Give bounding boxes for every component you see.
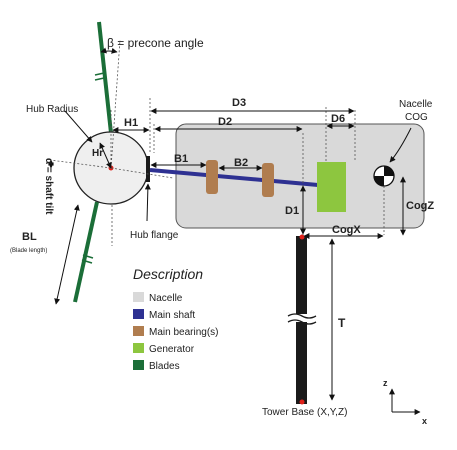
legend-item-label: Main bearing(s): [149, 327, 218, 338]
nacelle-cog-label-2: COG: [405, 112, 428, 123]
hub-radius-label: Hub Radius: [26, 104, 78, 115]
hub-flange: [146, 156, 150, 182]
upper-blade: [97, 21, 113, 134]
t-label: T: [338, 316, 346, 330]
tower-base-label: Tower Base (X,Y,Z): [262, 407, 347, 418]
cogx-label: CogX: [332, 224, 361, 236]
d3-label: D3: [232, 97, 246, 109]
nacelle-cog-label-1: Nacelle: [399, 99, 433, 110]
d1-label: D1: [285, 205, 299, 217]
lower-blade: [73, 201, 99, 303]
b1-label: B1: [174, 153, 188, 165]
blade-length-label: (Blade length): [10, 248, 47, 254]
legend-swatch: [133, 326, 144, 336]
tower-break: [288, 314, 315, 322]
coordinate-axes: [389, 388, 421, 415]
axis-x-label: x: [422, 416, 427, 426]
hub-radius-leader: [64, 110, 93, 143]
hub-flange-label: Hub flange: [130, 230, 179, 241]
hub-flange-leader: [144, 183, 151, 222]
hr-dimension: [99, 142, 112, 169]
shaft-tilt-label: α = shaft tilt: [43, 158, 54, 215]
b2-label: B2: [234, 157, 248, 169]
tower-base-point: [299, 399, 305, 405]
bl-label: BL: [22, 231, 37, 243]
main-shaft: [149, 168, 319, 187]
legend-swatch: [133, 360, 144, 370]
legend-swatch: [133, 292, 144, 302]
hr-label: Hr: [92, 148, 103, 159]
cogz-label: CogZ: [406, 200, 434, 212]
precone-arc: [100, 47, 118, 54]
bl-dimension: [54, 204, 80, 305]
legend-title: Description: [133, 266, 203, 282]
legend-item-label: Nacelle: [149, 293, 183, 304]
h1-label: H1: [124, 117, 138, 129]
d2-label: D2: [218, 116, 232, 128]
d6-label: D6: [331, 113, 345, 125]
nacelle-cog-leader: [389, 127, 412, 163]
legend-swatch: [133, 309, 144, 319]
legend-swatch: [133, 343, 144, 353]
main-bearing-2: [262, 163, 274, 197]
legend-item-label: Main shaft: [149, 310, 195, 321]
generator: [317, 162, 346, 212]
legend-item-label: Blades: [149, 361, 180, 372]
legend-item-label: Generator: [149, 344, 195, 355]
axis-z-label: z: [383, 378, 388, 388]
precone-angle-label: β = precone angle: [107, 36, 204, 50]
tower-top-point: [299, 234, 305, 240]
main-bearing-1: [206, 160, 218, 194]
nacelle-cog-symbol: [373, 165, 395, 187]
